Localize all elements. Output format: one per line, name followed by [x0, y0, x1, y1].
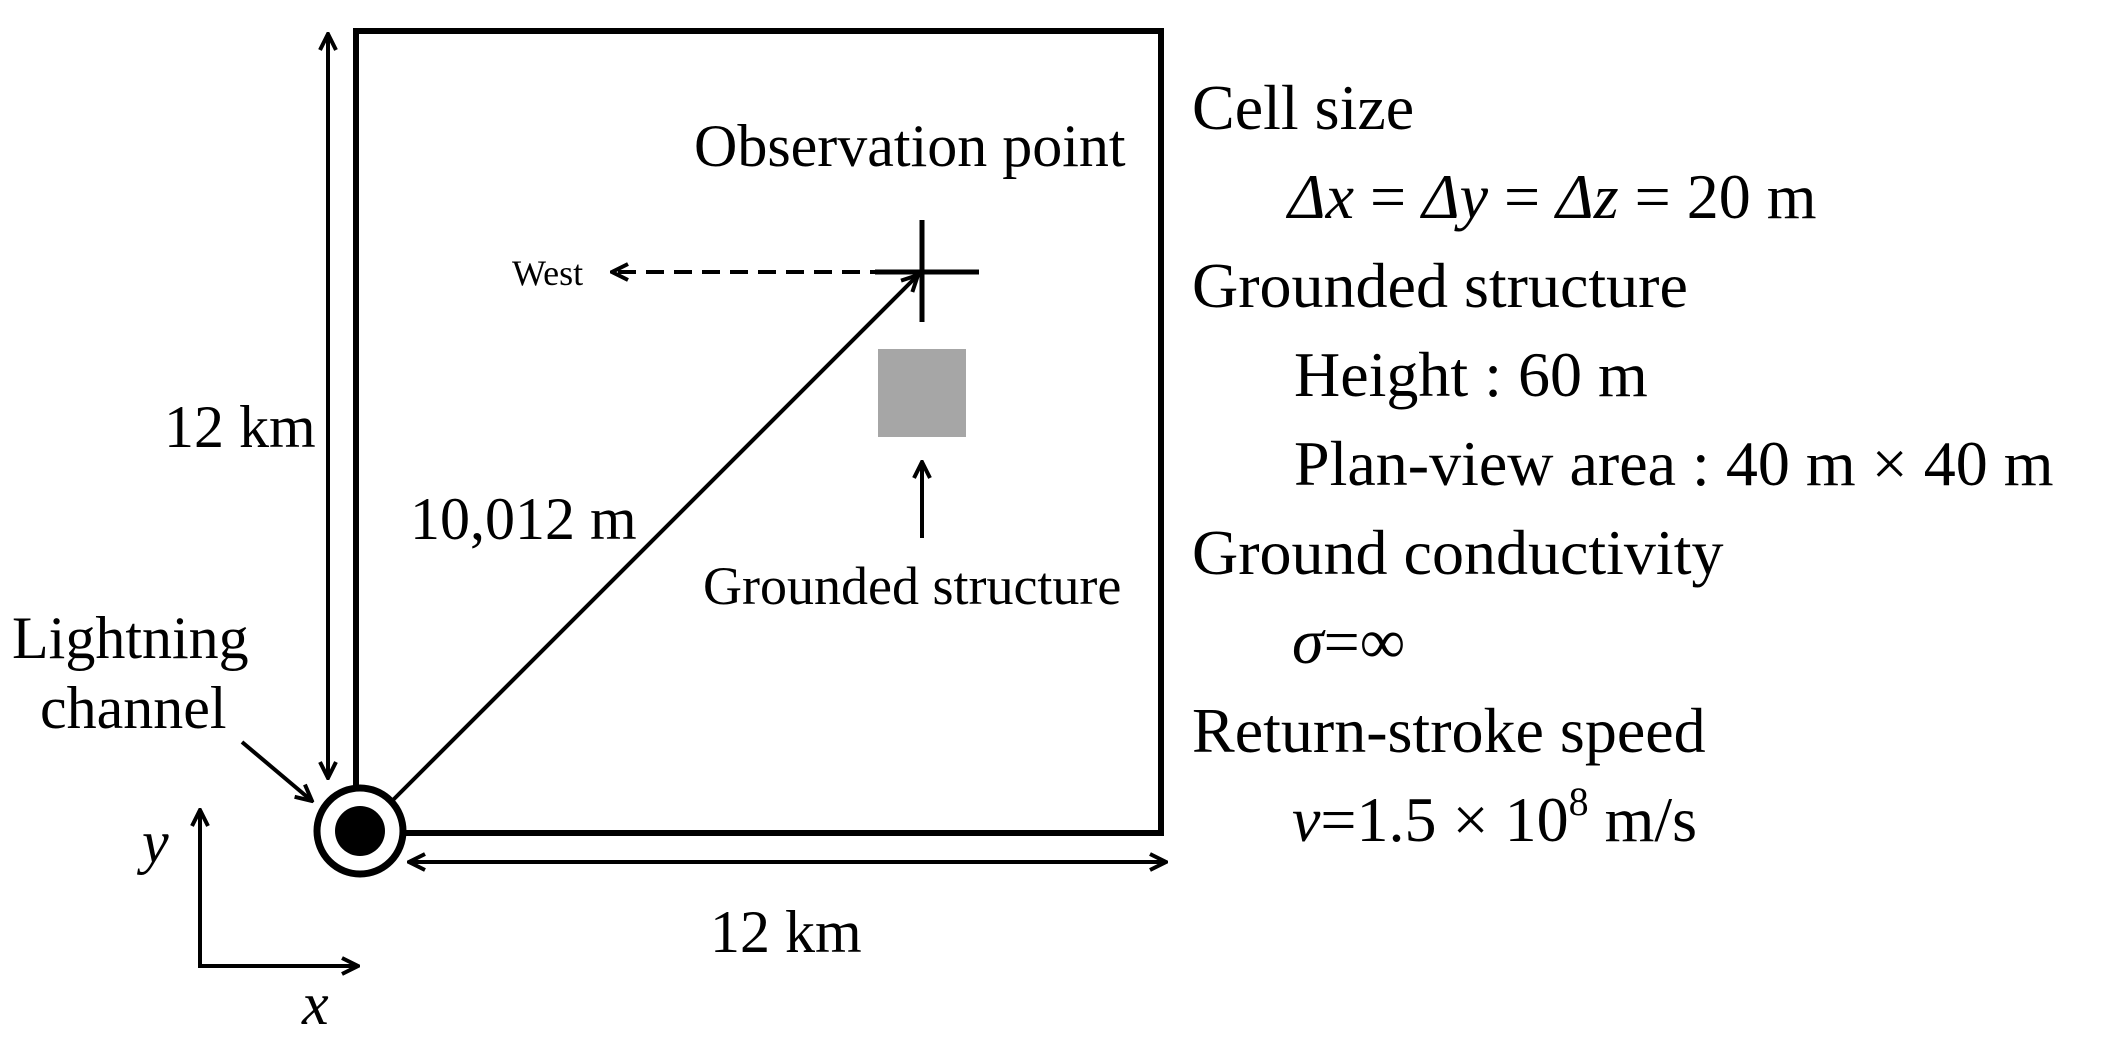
speed-line: v=1.5 × 108 m/s — [1292, 779, 1697, 855]
delta-x-symbol: Δx — [1285, 161, 1354, 232]
lightning-label-line2: channel — [40, 675, 227, 741]
speed-mantissa: =1.5 × 10 — [1320, 784, 1568, 855]
conductivity-heading: Ground conductivity — [1192, 517, 1723, 588]
vertical-size-label: 12 km — [164, 394, 316, 460]
delta-z-symbol: Δz — [1553, 161, 1619, 232]
grounded-structure-label: Grounded structure — [703, 556, 1121, 616]
conductivity-line: σ=∞ — [1292, 606, 1405, 677]
axis-y-label: y — [136, 809, 169, 875]
grounded-structure-square — [878, 349, 966, 437]
lightning-channel-marker — [313, 784, 407, 878]
lightning-label-line1: Lightning — [12, 605, 249, 671]
cell-size-heading: Cell size — [1192, 72, 1414, 143]
distance-arrow — [391, 275, 918, 802]
delta-y-symbol: Δy — [1419, 161, 1489, 232]
speed-heading: Return-stroke speed — [1192, 695, 1706, 766]
area-line: Plan-view area : 40 m × 40 m — [1294, 428, 2053, 499]
structure-heading: Grounded structure — [1192, 250, 1688, 321]
speed-unit: m/s — [1589, 784, 1697, 855]
horizontal-size-label: 12 km — [710, 899, 862, 965]
speed-exponent: 8 — [1569, 779, 1589, 824]
observation-point-label: Observation point — [694, 113, 1126, 179]
sigma-symbol: σ — [1292, 606, 1326, 677]
computational-domain — [353, 28, 1164, 836]
west-label: West — [512, 253, 583, 293]
cell-size-line: Δx = Δy = Δz = 20 m — [1285, 161, 1816, 232]
distance-label: 10,012 m — [410, 486, 637, 552]
lightning-pointer-arrow — [240, 740, 312, 801]
sigma-value: =∞ — [1324, 606, 1406, 677]
axis-x-label: x — [301, 971, 329, 1037]
cell-size-value: = 20 m — [1635, 161, 1817, 232]
speed-symbol: v — [1292, 784, 1321, 855]
height-line: Height : 60 m — [1294, 339, 1648, 410]
observation-point-marker — [875, 220, 979, 322]
simulation-parameters: Cell size Δx = Δy = Δz = 20 m Grounded s… — [1192, 72, 2053, 855]
